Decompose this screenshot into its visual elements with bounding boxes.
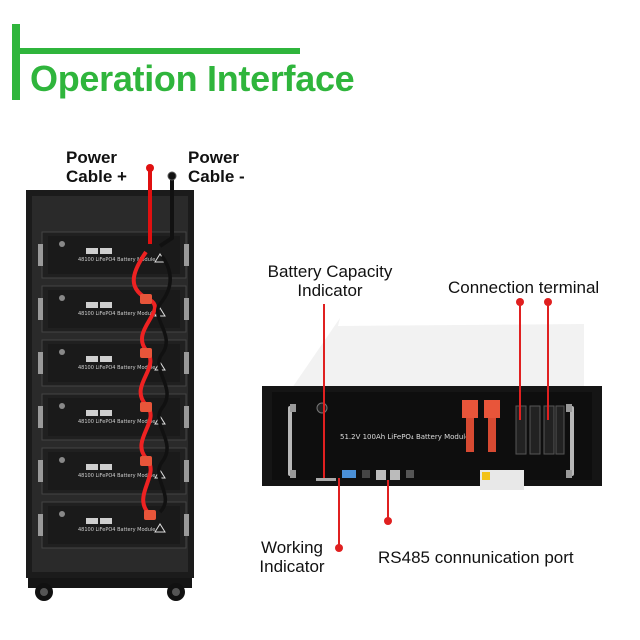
accent-bar-horizontal xyxy=(12,48,300,54)
svg-text:48100 LiFePO4 Battery Module: 48100 LiFePO4 Battery Module xyxy=(78,365,155,371)
page-title: Operation Interface xyxy=(30,58,355,99)
label-line: Power xyxy=(188,148,240,167)
label-power-cable-pos: Power Cable + xyxy=(66,148,127,186)
svg-text:48100 LiFePO4 Battery Module: 48100 LiFePO4 Battery Module xyxy=(78,257,155,263)
label-connection-terminal: Connection terminal xyxy=(448,278,600,297)
svg-text:51.2V 100Ah LiFePO₄ Battery Mo: 51.2V 100Ah LiFePO₄ Battery Module xyxy=(340,433,470,441)
label-working-indicator: Working Indicator xyxy=(252,538,332,576)
accent-bar-vertical xyxy=(12,24,20,100)
label-line: Cable - xyxy=(188,167,245,186)
svg-text:48100 LiFePO4 Battery Module: 48100 LiFePO4 Battery Module xyxy=(78,419,155,425)
svg-text:48100 LiFePO4 Battery Module: 48100 LiFePO4 Battery Module xyxy=(78,527,155,533)
label-power-cable-neg: Power Cable - xyxy=(188,148,245,186)
label-line: Battery Capacity xyxy=(267,262,393,281)
label-rs485-port: RS485 connunication port xyxy=(378,548,574,567)
label-line: Cable + xyxy=(66,167,127,186)
label-battery-capacity-indicator: Battery Capacity Indicator xyxy=(254,262,406,300)
label-line: Indicator xyxy=(259,557,325,576)
label-line: Working xyxy=(260,538,324,557)
label-line: Power xyxy=(66,148,118,167)
svg-text:48100 LiFePO4 Battery Module: 48100 LiFePO4 Battery Module xyxy=(78,311,155,317)
svg-text:48100 LiFePO4 Battery Module: 48100 LiFePO4 Battery Module xyxy=(78,473,155,479)
label-line: Indicator xyxy=(297,281,363,300)
